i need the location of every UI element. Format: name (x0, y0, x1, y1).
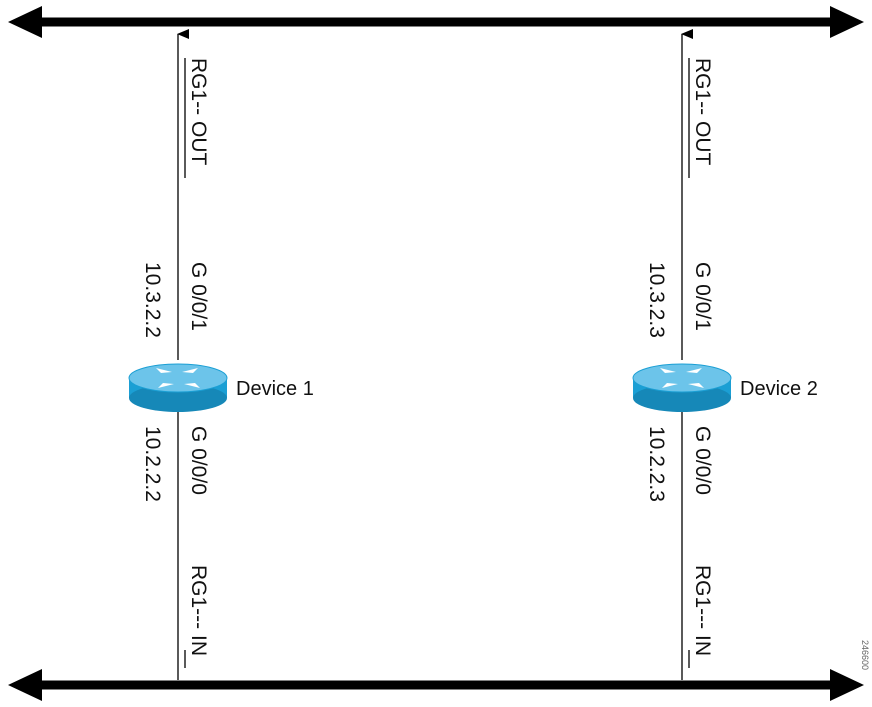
device-2-name: Device 2 (740, 378, 818, 400)
device-2-out-label: RG1-- OUT (691, 58, 714, 166)
bottom-bus-left-arrowhead (8, 669, 42, 701)
device-2-lower-ip: 10.2.2.3 (645, 426, 668, 502)
bottom-bus-right-arrowhead (830, 669, 864, 701)
top-bus (8, 6, 864, 38)
device-2-upper-port: G 0/0/1 (691, 262, 714, 331)
device-1-lower-ip: 10.2.2.2 (141, 426, 164, 502)
device-1-out-label: RG1-- OUT (187, 58, 210, 166)
router-icon (632, 363, 732, 412)
top-bus-left-arrowhead (8, 6, 42, 38)
device-1-upper-port: G 0/0/1 (187, 262, 210, 331)
device-2-upper-ip: 10.3.2.3 (645, 262, 668, 338)
device-2-in-label: RG1--- IN (691, 565, 714, 656)
device-1-name: Device 1 (236, 378, 314, 400)
device-2-lower-port: G 0/0/0 (691, 426, 714, 495)
device-1-lower-port: G 0/0/0 (187, 426, 210, 495)
device-1-in-label: RG1--- IN (187, 565, 210, 656)
top-bus-right-arrowhead (830, 6, 864, 38)
figure-number: 246600 (860, 640, 870, 670)
device-1-upper-ip: 10.3.2.2 (141, 262, 164, 338)
bottom-bus (8, 669, 864, 701)
device-2-group: RG1-- OUT G 0/0/1 10.3.2.3 Device 2 G 0/… (632, 29, 818, 680)
router-icon (128, 363, 228, 412)
device-1-group: RG1-- OUT G 0/0/1 10.3.2.2 Device 1 G 0/… (128, 29, 314, 680)
